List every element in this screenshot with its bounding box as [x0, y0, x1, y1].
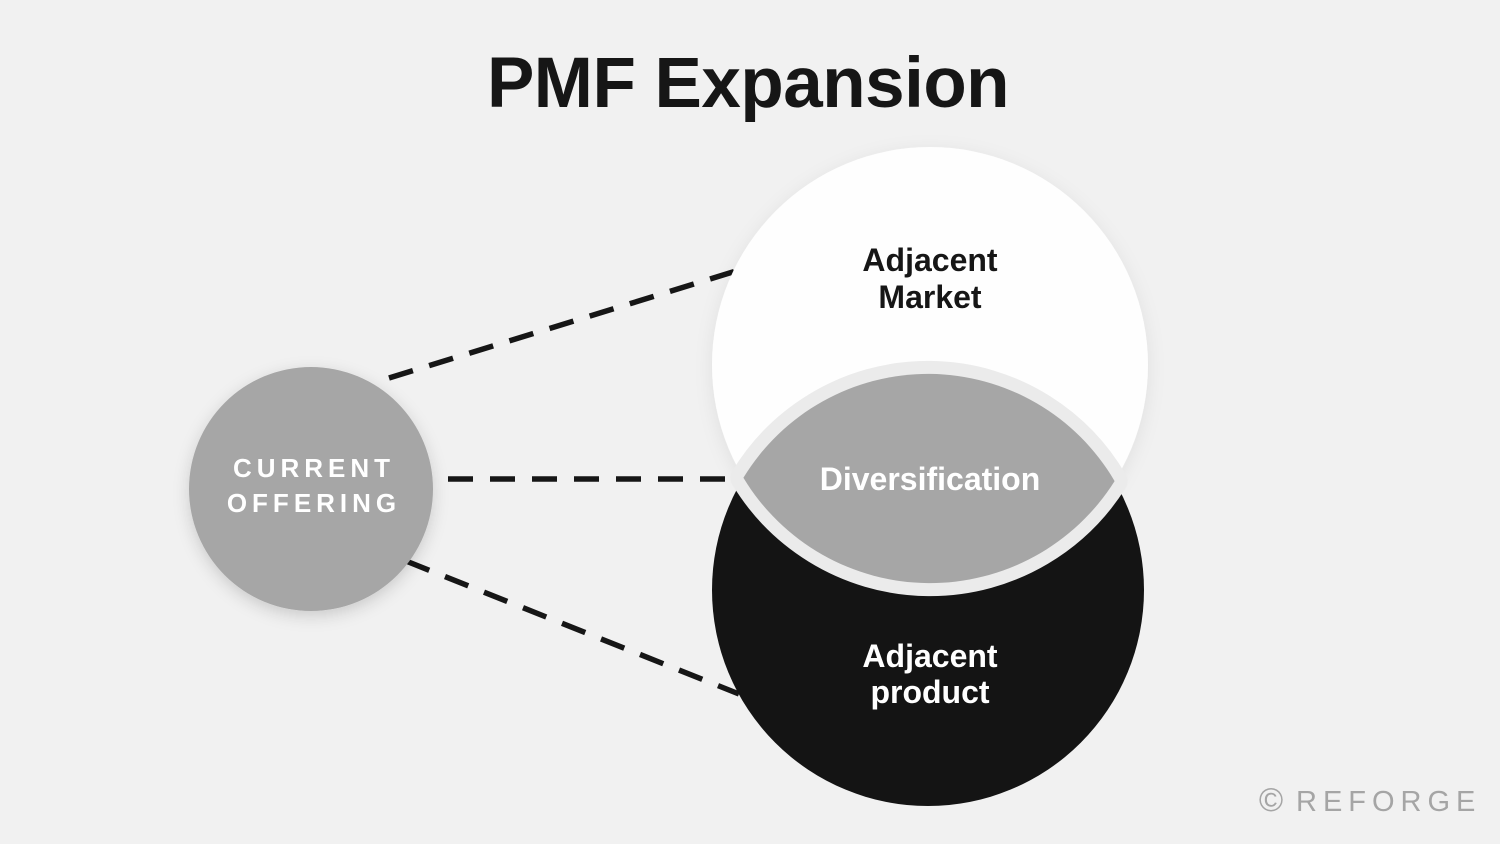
brand-logo: © REFORGE — [1259, 781, 1481, 818]
connector-lines — [388, 268, 741, 697]
connector-line-to-adjacent-market — [388, 268, 737, 381]
adjacent-product-label-line2: product — [870, 674, 989, 710]
page-title: PMF Expansion — [487, 44, 1009, 123]
current-offering-label-line1: CURRENT — [233, 453, 395, 483]
copyright-icon: © — [1259, 781, 1283, 818]
diversification-lens-fill — [743, 373, 1115, 584]
diversification-label: Diversification — [820, 461, 1041, 497]
diagram-labels: CURRENT OFFERING Adjacent Market Diversi… — [227, 242, 1040, 710]
adjacent-market-label-line1: Adjacent — [862, 242, 997, 278]
connector-line-to-adjacent-product — [404, 558, 741, 697]
current-offering-circle — [189, 367, 433, 611]
adjacent-market-label-line2: Market — [878, 279, 982, 315]
brand-name: REFORGE — [1296, 786, 1481, 818]
current-offering-label-line2: OFFERING — [227, 488, 401, 518]
adjacent-product-label-line1: Adjacent — [862, 638, 997, 674]
diversification-lens — [730, 360, 1128, 597]
